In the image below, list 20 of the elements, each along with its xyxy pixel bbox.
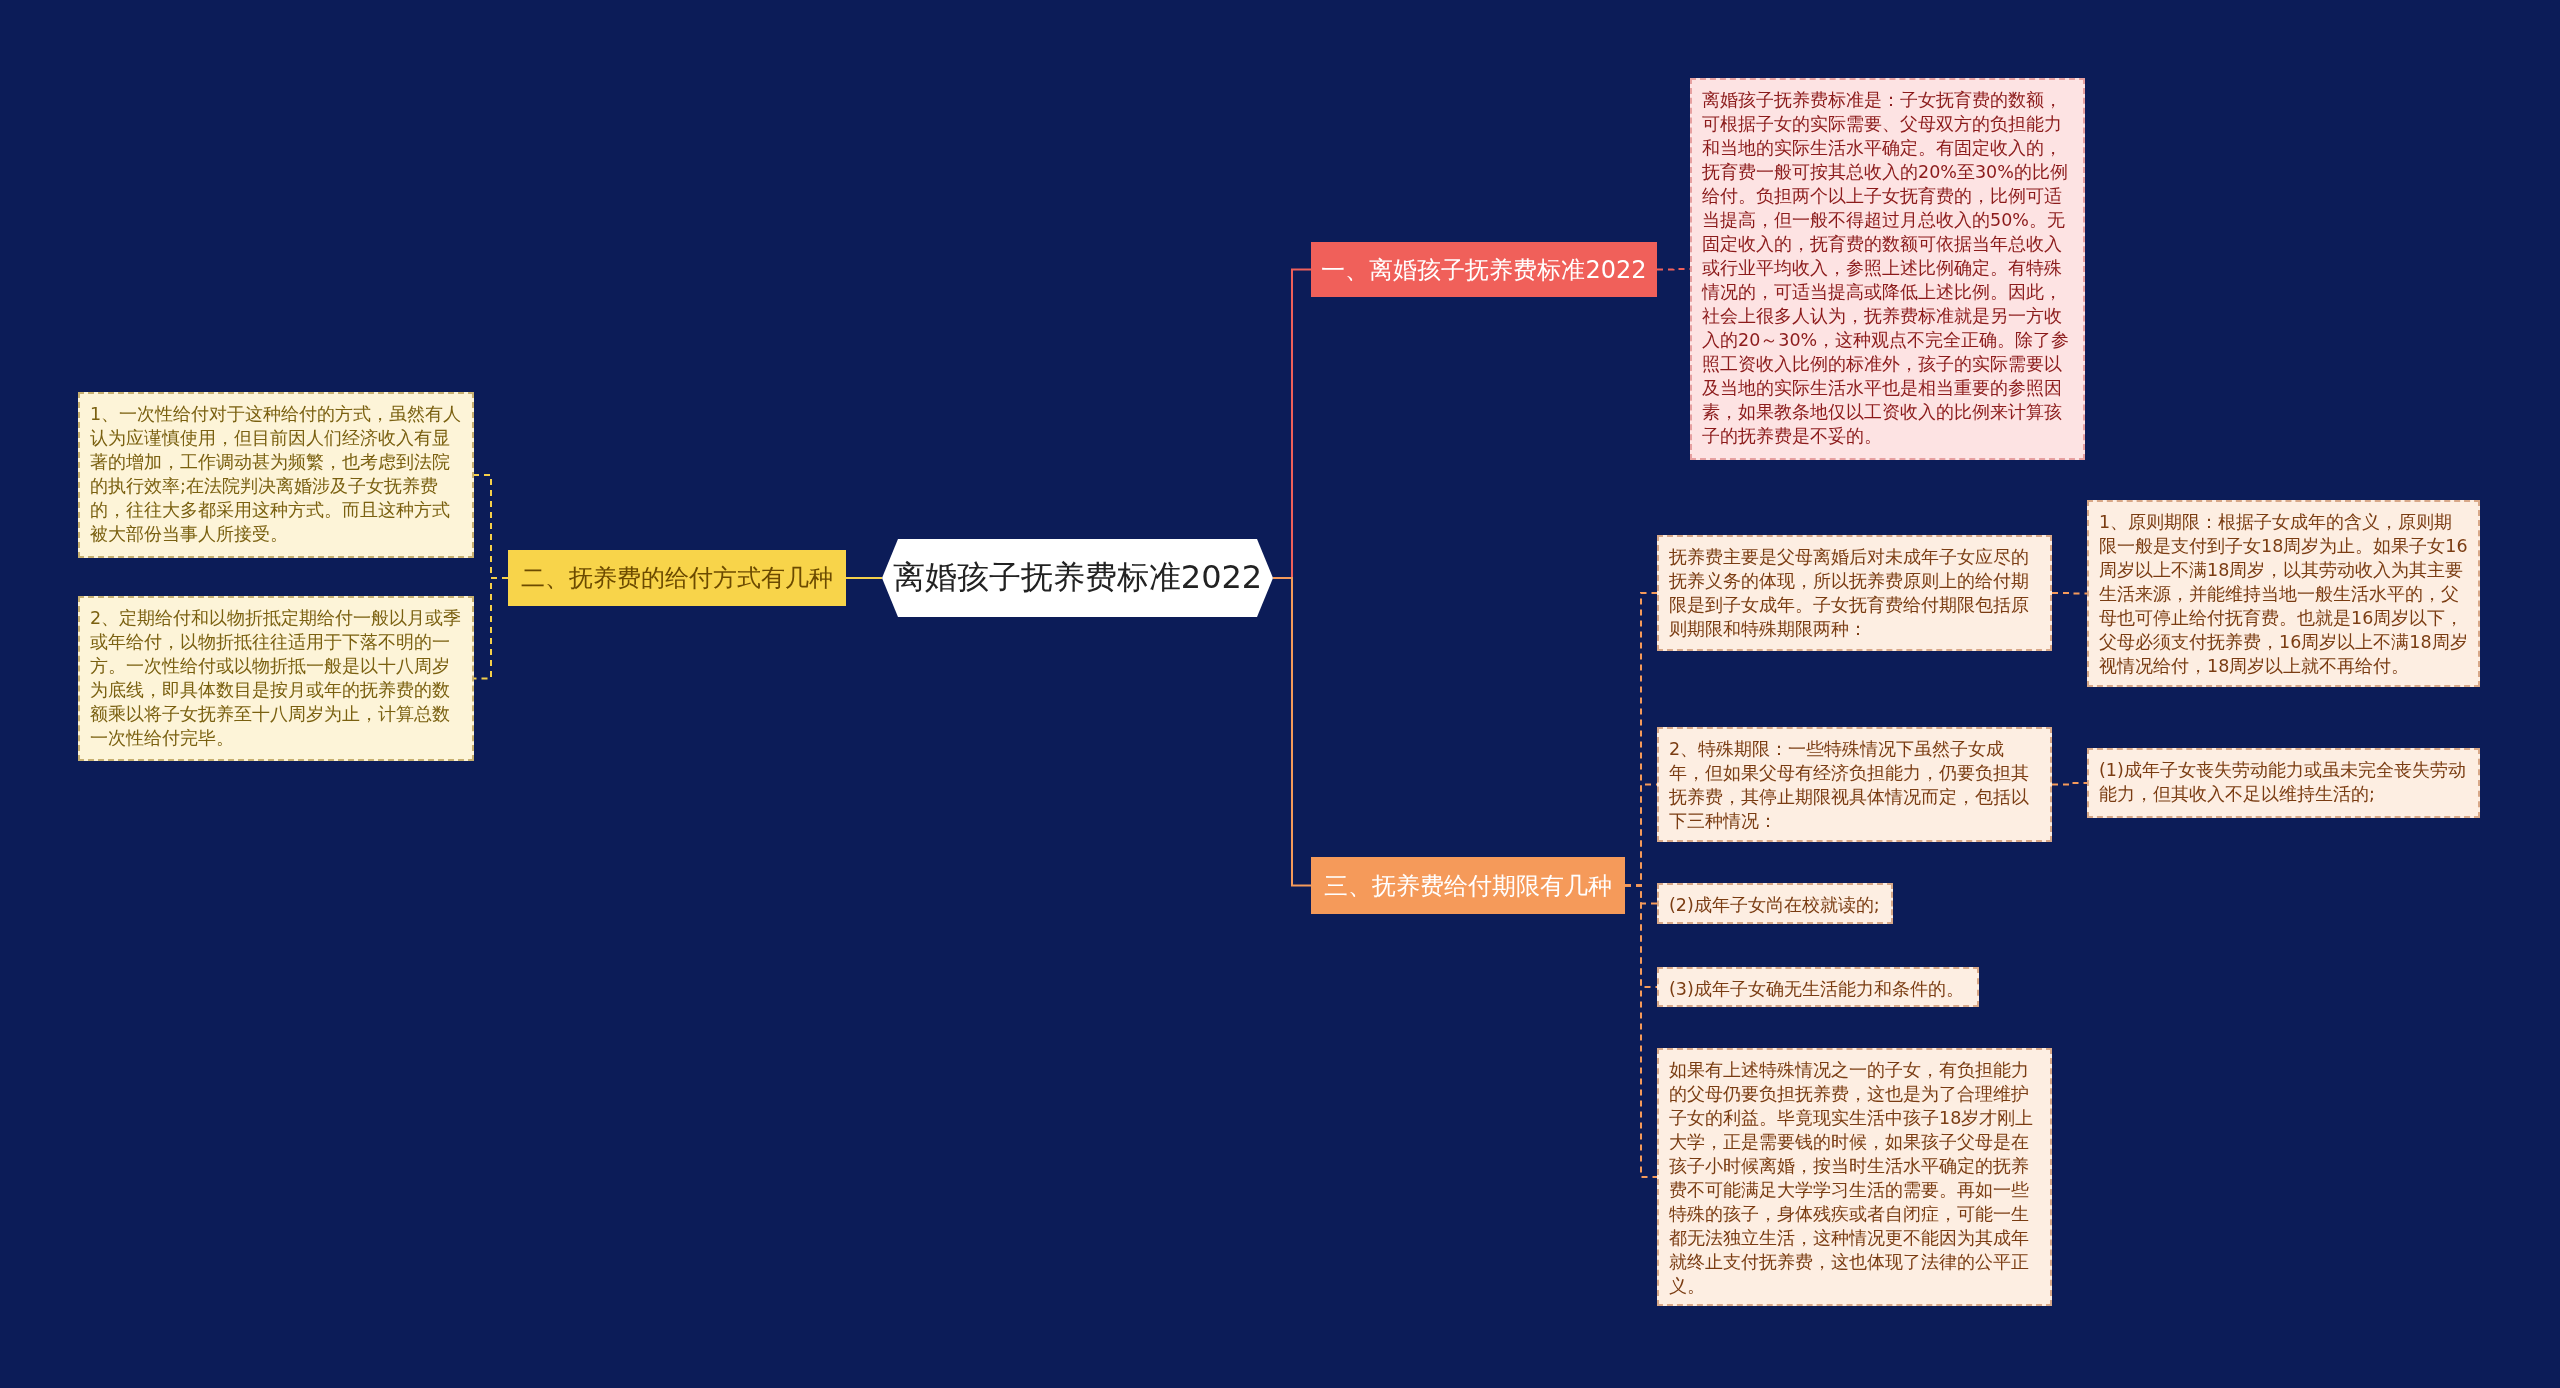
topic-box: 一、离婚孩子抚养费标准2022 — [1311, 242, 1657, 297]
text-box: 离婚孩子抚养费标准是：子女抚育费的数额，可根据子女的实际需要、父母双方的负担能力和当地的实际生活水平确定。有固定收入的，抚育费一般可按其总收入的20%至30%的比例给付。负担两个以上子女抚育费的，比例可适当提高，但一般不得超过月总收入的50%。无固定收入的，抚育费的数额可依据当年总收入或行业平均收入，参照上述比例确定。有特殊情况的，可适当提高或降低上述比例。因此，社会上很多人认为，抚养费标准就是另一方收入的20～30%，这种观点不完全正确。除了参照工资收入比例的标准外，孩子的实际需要以及当地的实际生活水平也是相当重要的参照因素，如果教条地仅以工资收入的比例来计算孩子的抚养费是不妥的。 — [1690, 78, 2085, 460]
text-box: (3)成年子女确无生活能力和条件的。 — [1657, 967, 1979, 1007]
text-box: 2、定期给付和以物折抵定期给付一般以月或季或年给付，以物折抵往往适用于下落不明的一方。一次性给付或以物折抵一般是以十八周岁为底线，即具体数目是按月或年的抚养费的数额乘以将子女抚养至十八周岁为止，计算总数一次性给付完毕。 — [78, 596, 474, 761]
text-box: 2、特殊期限：一些特殊情况下虽然子女成年，但如果父母有经济负担能力，仍要负担其抚养费，其停止期限视具体情况而定，包括以下三种情况： — [1657, 727, 2052, 842]
text-box: 1、一次性给付对于这种给付的方式，虽然有人认为应谨慎使用，但目前因人们经济收入有显著的增加，工作调动甚为频繁，也考虑到法院的执行效率;在法院判决离婚涉及子女抚养费的，往往大多都采用这种方式。而且这种方式被大部份当事人所接受。 — [78, 392, 474, 558]
text-box: 1、原则期限：根据子女成年的含义，原则期限一般是支付到子女18周岁为止。如果子女16周岁以上不满18周岁，以其劳动收入为其主要生活来源，并能维持当地一般生活水平的，父母也可停止给付抚育费。也就是16周岁以下，父母必须支付抚养费，16周岁以上不满18周岁视情况给付，18周岁以上就不再给付。 — [2087, 500, 2480, 687]
topic-box: 三、抚养费给付期限有几种 — [1311, 857, 1625, 914]
topic-box: 二、抚养费的给付方式有几种 — [508, 550, 846, 606]
connector-line — [2051, 782, 2088, 786]
text-box: (2)成年子女尚在校就读的; — [1657, 883, 1893, 924]
text-box: 如果有上述特殊情况之一的子女，有负担能力的父母仍要负担抚养费，这也是为了合理维护子女的利益。毕竟现实生活中孩子18岁才刚上大学，正是需要钱的时候，如果孩子父母是在孩子小时候离婚，按当时生活水平确定的抚养费不可能满足大学学习生活的需要。再如一些特殊的孩子，身体残疾或者自闭症，可能一生都无法独立生活，这种情况更不能因为其成年就终止支付抚养费，这也体现了法律的公平正义。 — [1657, 1048, 2052, 1306]
connector-line — [1624, 884, 1658, 1178]
connector-line — [845, 577, 883, 579]
central-topic: 离婚孩子抚养费标准2022 — [882, 539, 1273, 617]
connector-line — [473, 577, 509, 680]
connector-line — [1272, 577, 1312, 887]
text-box: 抚养费主要是父母离婚后对未成年子女应尽的抚养义务的体现，所以抚养费原则上的给付期限是到子女成年。子女抚育费给付期限包括原则期限和特殊期限两种： — [1657, 535, 2052, 651]
text-box: (1)成年子女丧失劳动能力或虽未完全丧失劳动能力，但其收入不足以维持生活的; — [2087, 748, 2480, 818]
connector-line — [2051, 592, 2088, 595]
